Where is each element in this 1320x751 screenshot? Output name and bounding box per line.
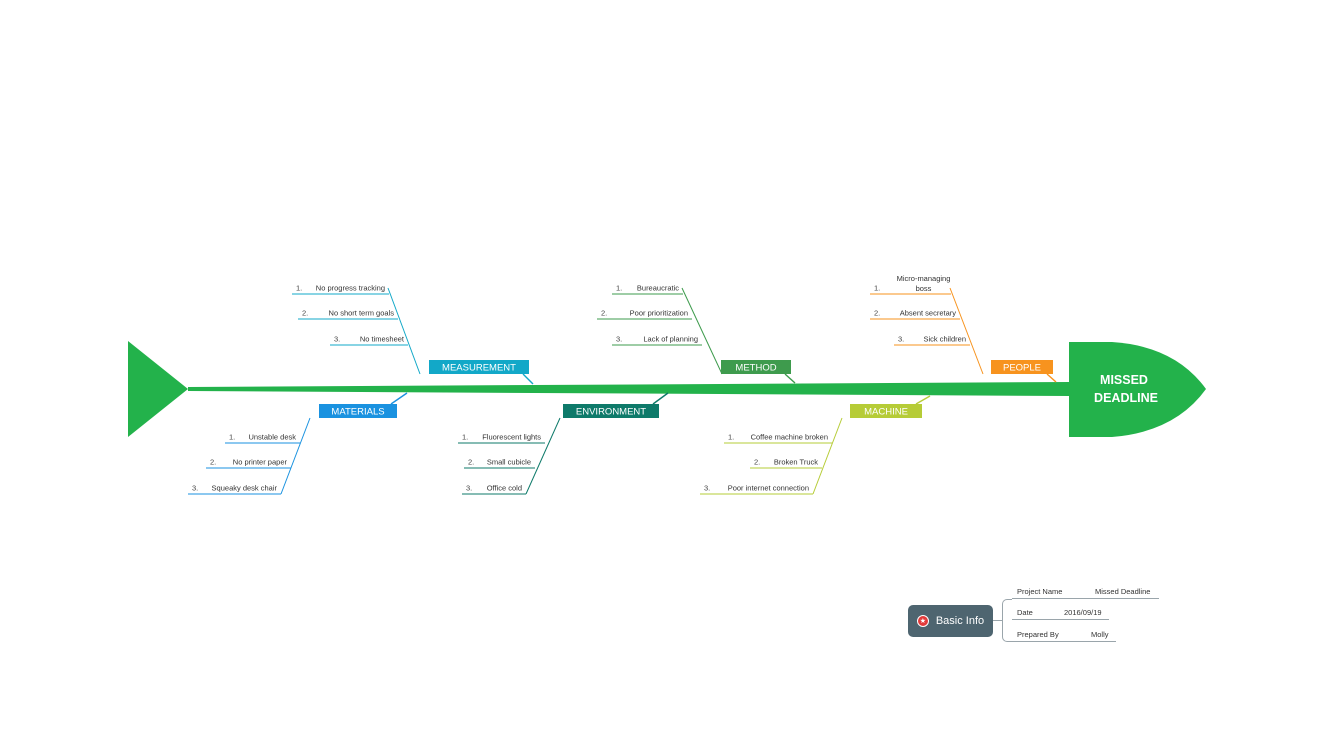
- star-badge-icon: ★: [916, 615, 929, 627]
- category-rib: [812, 417, 843, 495]
- category-rib: [280, 417, 311, 495]
- cause-number: 3.: [334, 335, 340, 344]
- category-method: METHOD 1. Bureaucratic 2. Poor prioritizatio…: [597, 284, 796, 384]
- category-stem: [915, 395, 931, 405]
- category-stem: [652, 392, 669, 405]
- cause-item: 2. Poor prioritization: [597, 309, 692, 320]
- fish-head: [1069, 342, 1206, 437]
- cause-item: 2. No printer paper: [206, 458, 291, 469]
- cause-text: Office cold: [487, 484, 522, 493]
- cause-item: 3. Poor internet connection: [700, 484, 813, 495]
- category-environment: ENVIRONMENT 1. Fluorescent lights 2. Small c…: [458, 392, 669, 495]
- cause-item: 2. Broken Truck: [750, 458, 822, 469]
- cause-number: 2.: [754, 458, 760, 467]
- basic-info-label: Basic Info: [935, 615, 985, 627]
- cause-text: Micro-managing: [897, 274, 951, 283]
- category-rib: [387, 287, 421, 375]
- category-box: [721, 360, 791, 374]
- cause-item: 3. Lack of planning: [612, 335, 702, 346]
- cause-item: 3. Squeaky desk chair: [188, 484, 281, 495]
- category-label: MEASUREMENT: [442, 363, 516, 374]
- category-box: [429, 360, 529, 374]
- effect-label-line-1: MISSED: [1100, 373, 1148, 387]
- category-label: MACHINE: [864, 407, 908, 418]
- category-label: ENVIRONMENT: [576, 407, 646, 418]
- cause-item: 1. Unstable desk: [225, 433, 300, 444]
- cause-item: 2. No short term goals: [298, 309, 398, 320]
- cause-text: Sick children: [923, 335, 966, 344]
- cause-text: Poor prioritization: [630, 309, 688, 318]
- cause-number: 2.: [302, 309, 308, 318]
- category-rib: [949, 287, 984, 375]
- category-stem: [1046, 373, 1057, 383]
- cause-number: 2.: [210, 458, 216, 467]
- cause-number: 1.: [229, 433, 235, 442]
- cause-item: 1. No progress tracking: [292, 284, 389, 295]
- cause-text: Bureaucratic: [637, 284, 679, 293]
- cause-number: 3.: [466, 484, 472, 493]
- category-rib: [681, 287, 723, 375]
- cause-item: 1. Bureaucratic: [612, 284, 683, 295]
- cause-number: 1.: [462, 433, 468, 442]
- cause-text: Fluorescent lights: [482, 433, 541, 442]
- cause-number: 1.: [616, 284, 622, 293]
- cause-text: Coffee machine broken: [751, 433, 828, 442]
- category-stem: [390, 392, 408, 405]
- category-box: [850, 404, 922, 418]
- category-machine: MACHINE 1. Coffee machine broken 2. Broken T…: [700, 395, 931, 495]
- cause-text: Lack of planning: [643, 335, 698, 344]
- cause-item: 3. Sick children: [894, 335, 970, 346]
- cause-text: Squeaky desk chair: [212, 484, 278, 493]
- basic-info-button[interactable]: ★ Basic Info: [908, 605, 993, 637]
- cause-number: 3.: [704, 484, 710, 493]
- category-box: [319, 404, 397, 418]
- cause-text: Poor internet connection: [728, 484, 809, 493]
- cause-item: 1. Coffee machine broken: [724, 433, 832, 444]
- cause-item: 2. Small cubicle: [464, 458, 535, 469]
- cause-item: 3. Office cold: [462, 484, 526, 495]
- cause-item: 3. No timesheet: [330, 335, 408, 346]
- category-stem: [522, 373, 534, 385]
- fish-spine: [188, 382, 1070, 396]
- cause-number: 3.: [898, 335, 904, 344]
- cause-text: No printer paper: [233, 458, 288, 467]
- cause-text: No short term goals: [329, 309, 395, 318]
- category-box: [991, 360, 1053, 374]
- category-rib: [525, 417, 561, 495]
- category-box: [563, 404, 659, 418]
- cause-number: 2.: [601, 309, 607, 318]
- effect-label-line-2: DEADLINE: [1094, 391, 1158, 405]
- category-label: MATERIALS: [331, 407, 384, 418]
- category-label: PEOPLE: [1003, 363, 1041, 374]
- cause-text: Absent secretary: [900, 309, 957, 318]
- cause-number: 2.: [468, 458, 474, 467]
- category-measurement: MEASUREMENT 1. No progress tracking 2. No sh…: [292, 284, 534, 385]
- cause-text: No progress tracking: [316, 284, 385, 293]
- cause-text: boss: [916, 284, 932, 293]
- cause-item: 2. Absent secretary: [870, 309, 960, 320]
- cause-text: Unstable desk: [248, 433, 296, 442]
- cause-text: No timesheet: [360, 335, 405, 344]
- cause-item: 1. Fluorescent lights: [458, 433, 545, 444]
- category-materials: MATERIALS 1. Unstable desk 2. No printer pap…: [188, 392, 408, 495]
- cause-number: 1.: [296, 284, 302, 293]
- cause-number: 3.: [616, 335, 622, 344]
- cause-number: 3.: [192, 484, 198, 493]
- cause-text: Broken Truck: [774, 458, 818, 467]
- cause-number: 2.: [874, 309, 880, 318]
- cause-text: Small cubicle: [487, 458, 531, 467]
- cause-number: 1.: [728, 433, 734, 442]
- fish-tail: [128, 341, 188, 437]
- category-label: METHOD: [735, 363, 776, 374]
- category-stem: [784, 373, 796, 384]
- cause-number: 1.: [874, 284, 880, 293]
